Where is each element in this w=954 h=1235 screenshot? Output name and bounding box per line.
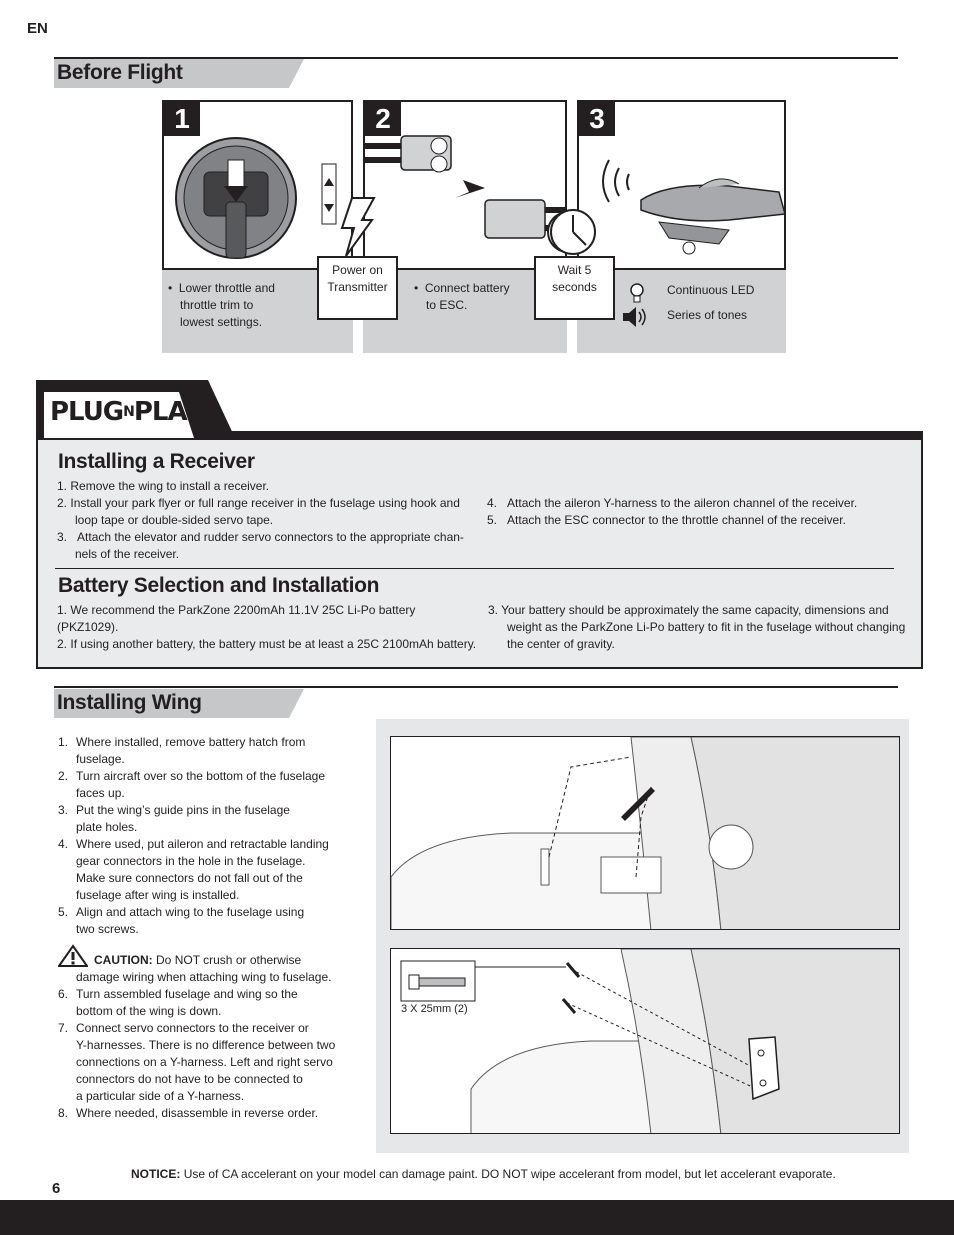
pnp-logo: PLUGNPLAY [50,397,203,427]
led-bulb-icon [630,283,644,303]
pnp-bar [36,431,923,440]
power-on-line2: Transmitter [327,280,388,294]
caution-block: CAUTION: Do NOT crush or otherwise damag… [58,944,348,986]
pnp-logo-plug: PLUG [50,397,124,427]
step2-caption-line1: Connect battery [424,281,510,295]
step1-caption-line3: lowest settings. [180,315,263,329]
clock-icon [550,209,596,255]
battery-item-1: 1. We recommend the ParkZone 2200mAh 11.… [57,603,416,634]
installing-receiver-title: Installing a Receiver [58,450,255,473]
wait-line2: seconds [552,280,597,294]
wing-step-7: 7.Connect servo connectors to the receiv… [58,1021,336,1103]
notice: NOTICE: Use of CA accelerant on your mod… [131,1167,836,1181]
receiver-list-right: 4. Attach the aileron Y-harness to the a… [487,495,907,529]
warning-icon [58,944,88,967]
step2-caption-line2: to ESC. [426,298,468,312]
wait-line1: Wait 5 [557,263,592,277]
before-flight-title: Before Flight [57,61,183,84]
tones-label: Series of tones [667,308,748,322]
wing-figure-bottom: 3 X 25mm (2) [390,948,900,1134]
wing-rule [54,686,898,688]
battery-item-3: 3. Your battery should be approximately … [488,603,889,617]
step3-number: 3 [579,102,615,136]
step1-caption: • Lower throttle and throttle trim to lo… [168,280,348,331]
step1-panel: 1 [162,100,353,270]
page-number: 6 [52,1180,61,1197]
caution-cont: damage wiring when attaching wing to fus… [76,970,332,984]
wing-steps: 1.Where installed, remove battery hatch … [58,734,348,1122]
step1-number: 1 [164,102,200,136]
caution-text: Do NOT crush or otherwise [156,953,302,967]
caution-label: CAUTION: [94,953,153,967]
receiver-item-3: 3. Attach the elevator and rudder servo … [57,530,464,544]
receiver-list-left: 1. Remove the wing to install a receiver… [57,478,467,563]
pnp-logo-bg [44,392,194,438]
power-on-line1: Power on [332,263,383,277]
receiver-item-5: 5. Attach the ESC connector to the throt… [487,513,846,527]
battery-list-right: 3. Your battery should be approximately … [488,602,908,653]
battery-connector-icon [365,135,565,253]
wing-step-4: 4.Where used, put aileron and retractabl… [58,837,329,902]
installing-wing-title: Installing Wing [57,691,202,714]
wing-step-8: 8.Where needed, disassemble in reverse o… [58,1106,319,1120]
notice-label: NOTICE: [131,1167,181,1181]
led-label: Continuous LED [667,283,755,297]
step1-caption-line2: throttle trim to [180,298,254,312]
footer-bar [0,1200,954,1235]
battery-item-2: 2. If using another battery, the battery… [57,637,477,651]
lightning-icon [340,197,376,257]
receiver-item-2: 2. Install your park flyer or full range… [57,496,460,510]
step3-panel: 3 [577,100,786,270]
throttle-stick-icon [175,137,337,259]
receiver-item-4: 4. Attach the aileron Y-harness to the a… [487,496,858,510]
screw-label: 3 X 25mm (2) [401,1003,468,1015]
wing-screw-drawing [400,949,899,1133]
airplane-icon [602,159,784,255]
power-on-box: Power on Transmitter [317,256,398,320]
wait-box: Wait 5 seconds [534,256,615,320]
pnp-logo-n: N [123,404,135,420]
battery-list-left: 1. We recommend the ParkZone 2200mAh 11.… [57,602,477,653]
wing-step-3: 3.Put the wing’s guide pins in the fusel… [58,803,290,834]
step2-caption: • Connect battery to ESC. [414,280,534,314]
before-flight-header: Before Flight [54,59,304,88]
battery-selection-title: Battery Selection and Installation [58,574,380,597]
wing-step-5: 5.Align and attach wing to the fuselage … [58,905,305,936]
pnp-content-box [36,440,923,669]
wing-step-2: 2.Turn aircraft over so the bottom of th… [58,769,326,800]
wing-step-1: 1.Where installed, remove battery hatch … [58,735,306,766]
wing-step-6: 6.Turn assembled fuselage and wing so th… [58,987,298,1018]
speaker-icon [623,307,646,327]
installing-wing-header: Installing Wing [54,689,304,718]
language-tag: EN [27,20,48,37]
wing-figure-top [390,736,900,930]
step2-panel: 2 [363,100,567,270]
pnp-logo-play: PLAY [133,397,203,427]
notice-text: Use of CA accelerant on your model can d… [183,1167,836,1181]
step1-caption-line1: Lower throttle and [178,281,275,295]
pnp-divider [55,568,894,569]
receiver-item-1: 1. Remove the wing to install a receiver… [57,479,270,493]
step2-number: 2 [365,102,401,136]
top-rule [54,57,898,59]
fuselage-wing-drawing [391,737,899,929]
